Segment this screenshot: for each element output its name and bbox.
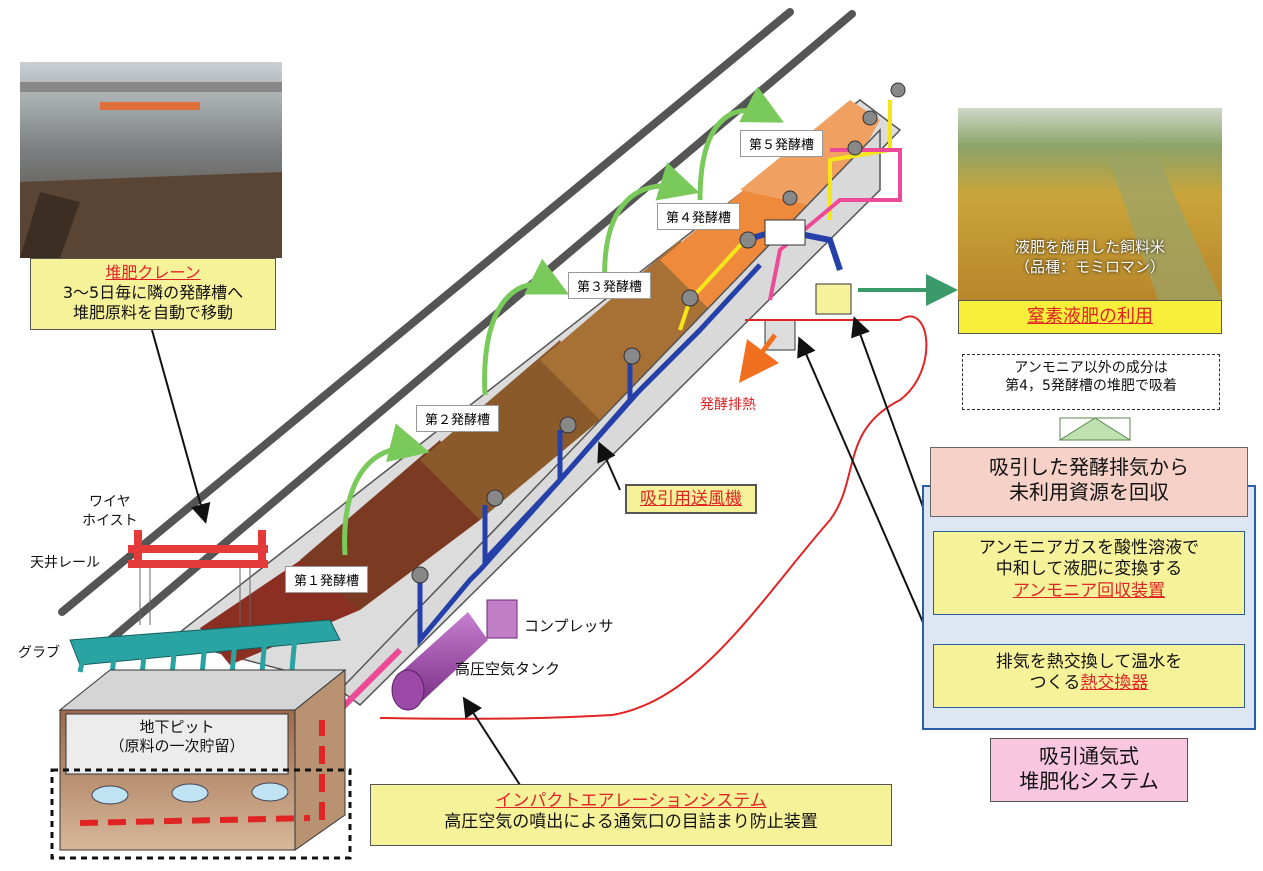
air-tank-label: 高圧空気タンク: [455, 660, 561, 678]
ammonia-recovery-box: アンモニアガスを酸性溶液で 中和して液肥に変換する アンモニア回収装置: [933, 531, 1245, 615]
crane-line2: 堆肥原料を自動で移動: [72, 303, 233, 322]
absorb-triangle: [1058, 417, 1132, 441]
impact-desc: 高圧空気の噴出による通気口の目詰まり防止装置: [444, 812, 818, 833]
tank-label-5: 第５発酵槽: [740, 130, 824, 157]
pit-label: 地下ピット （原料の一次貯留）: [66, 718, 288, 756]
compost-tank-3: [420, 340, 600, 520]
rice-field-image: [958, 108, 1222, 300]
rice-field-photo: 液肥を施用した飼料米 （品種：モミロマン）: [958, 108, 1222, 300]
recover-header: 吸引した発酵排気から 未利用資源を回収: [930, 447, 1248, 517]
ceiling-rail-line-1: [58, 8, 794, 616]
tank-label-4: 第４発酵槽: [657, 203, 741, 230]
ammonia-name: アンモニア回収装置: [1012, 580, 1166, 601]
wire-hoist-line1: ワイヤ: [89, 494, 131, 510]
pointer-blower: [597, 441, 621, 491]
compost-tank-4: [540, 240, 720, 420]
recover-line1: 吸引した発酵排気から: [989, 455, 1189, 479]
pointer-impact: [462, 696, 521, 786]
ammonia-line1: アンモニアガスを酸性溶液で: [978, 538, 1200, 558]
blower-label: 吸引用送風機: [625, 484, 757, 514]
fermentation-heat-label: 発酵排熱: [700, 397, 756, 413]
transfer-arrow-2: [482, 258, 569, 396]
pit-line1: 地下ピット: [139, 718, 215, 736]
underground-pit: [50, 668, 352, 860]
ammonia-unit-top: [764, 219, 806, 246]
heat-exchanger-box: 排気を熱交換して温水を つくる熱交換器: [933, 644, 1245, 708]
heat-line2: つくる熱交換器: [934, 673, 1244, 694]
recover-line2: 未利用資源を回収: [1009, 480, 1169, 504]
tank-label-2: 第２発酵槽: [416, 405, 500, 432]
impact-title: インパクトエアレーションシステム: [495, 791, 767, 811]
ceiling-rail-label: 天井レール: [30, 555, 100, 571]
wire-hoist-label: ワイヤ ホイスト: [82, 493, 138, 531]
suction-fan-icons: [411, 82, 906, 584]
transfer-arrow-1: [342, 423, 430, 556]
system-line2: 堆肥化システム: [1019, 769, 1159, 793]
heat-line1: 排気を熱交換して温水を: [995, 652, 1183, 672]
pointer-heat: [797, 336, 936, 651]
magenta-pipe: [768, 148, 902, 301]
magenta-pipe-air: [337, 647, 403, 713]
tank-label-3: 第３発酵槽: [568, 272, 652, 299]
crane-line1: 3〜5日毎に隣の発酵槽へ: [62, 283, 244, 302]
absorb-line2: 第4，5発酵槽の堆肥で吸着: [1005, 377, 1177, 394]
air-hose: [379, 315, 928, 720]
exhaust-heat-arrow: [739, 333, 779, 383]
crane-label-box: 堆肥クレーン 3〜5日毎に隣の発酵槽へ 堆肥原料を自動で移動: [30, 258, 276, 330]
system-line1: 吸引通気式: [1039, 744, 1139, 768]
heat-line2-prefix: つくる: [1029, 673, 1081, 694]
pointer-crane: [151, 329, 211, 524]
wire-hoist-line2: ホイスト: [82, 512, 138, 529]
rice-photo-line2: （品種：モミロマン）: [1014, 257, 1165, 276]
yellow-pipe-2: [828, 100, 892, 220]
absorb-box-frame: [1059, 417, 1131, 441]
compressor-label: コンプレッサ: [524, 617, 614, 635]
crane-photo-image: [20, 62, 282, 258]
pit-line2: （原料の一次貯留）: [109, 736, 245, 755]
ammonia-recovery-unit: [815, 283, 852, 315]
ammonia-line2: 中和して液肥に変換する: [995, 559, 1183, 580]
transfer-arrow-3: [602, 162, 700, 291]
high-pressure-air-tank: [391, 612, 488, 711]
pointer-ammonia: [851, 316, 936, 541]
tank-label-1: 第１発酵槽: [285, 566, 369, 593]
transfer-arrow-4: [697, 86, 784, 201]
suction-pipe-4: [627, 263, 762, 407]
absorb-note: アンモニア以外の成分は 第4，5発酵槽の堆肥で吸着: [962, 354, 1220, 410]
absorb-line1: アンモニア以外の成分は: [1014, 360, 1168, 376]
heat-name: 熱交換器: [1080, 673, 1149, 694]
nitrogen-fertilizer-label: 窒素液肥の利用: [958, 300, 1222, 334]
crane-photo: [20, 62, 282, 258]
impact-aeration-box: インパクトエアレーションシステム 高圧空気の噴出による通気口の目詰まり防止装置: [370, 784, 892, 846]
grab-label: グラブ: [18, 645, 60, 661]
rice-photo-line1: 液肥を施用した飼料米: [1014, 238, 1165, 256]
compressor-box: [486, 599, 518, 639]
system-name-box: 吸引通気式 堆肥化システム: [990, 738, 1188, 802]
crane-title: 堆肥クレーン: [105, 263, 201, 282]
